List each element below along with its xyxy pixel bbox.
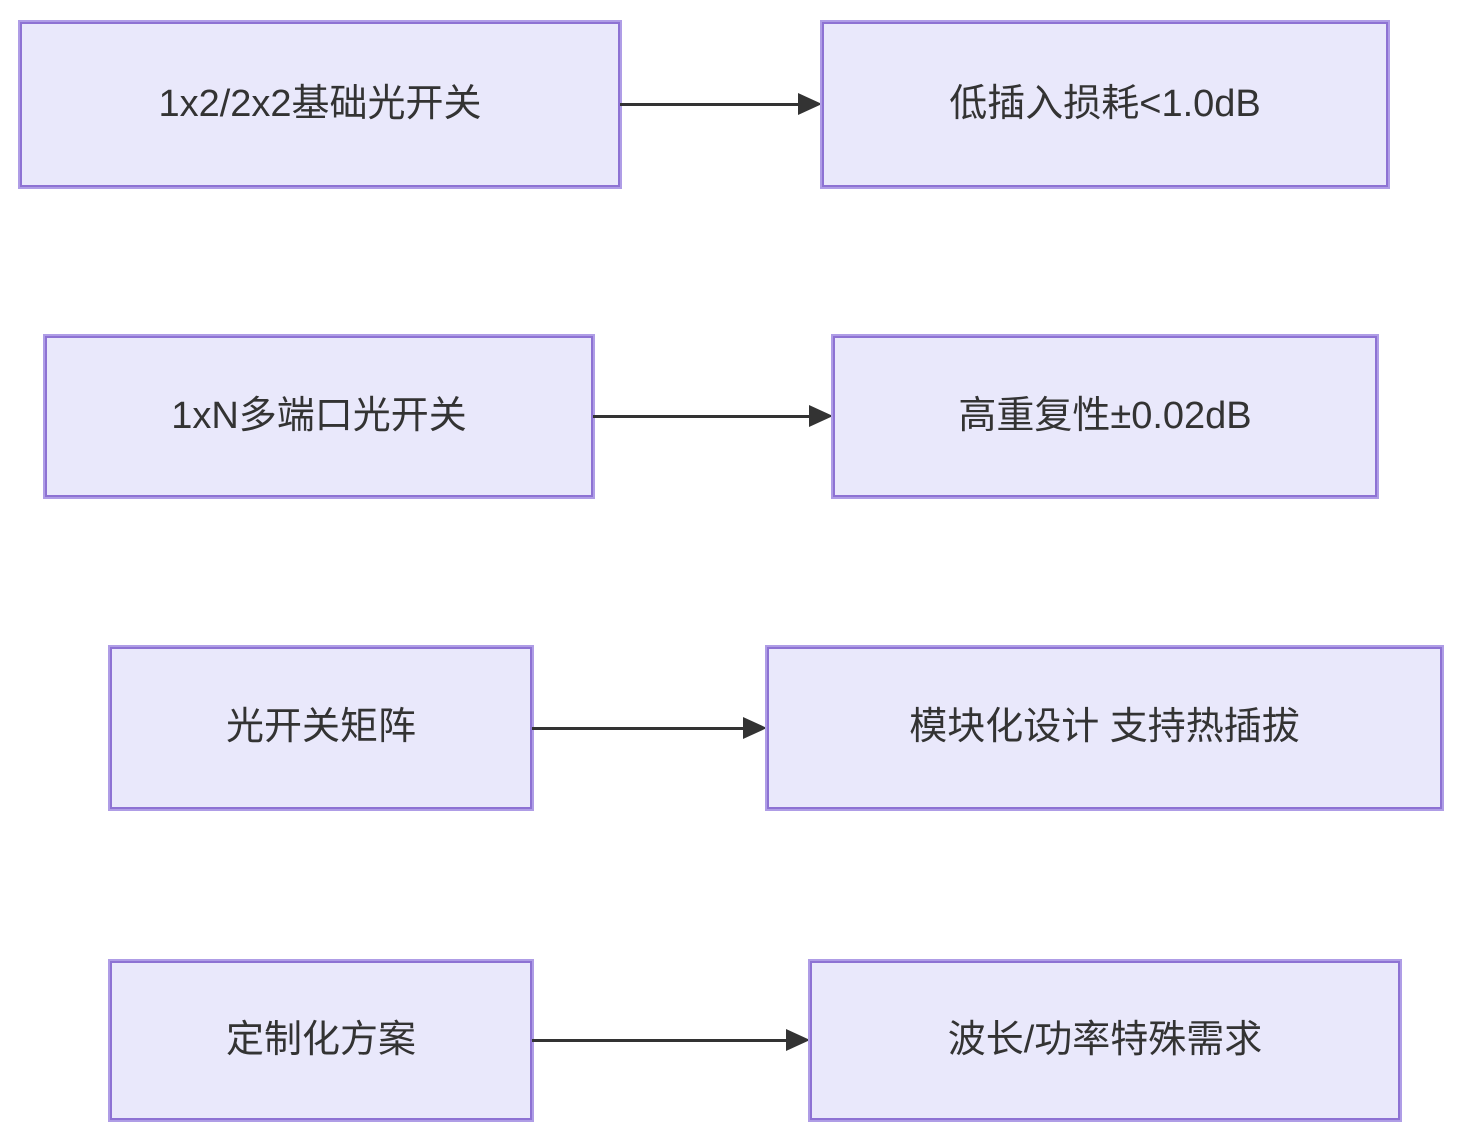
arrow-shaft: [593, 414, 813, 418]
arrow-shaft: [620, 102, 802, 106]
node-label: 定制化方案: [225, 1018, 416, 1061]
node-wavelength-power-requirements: 波长/功率特殊需求: [810, 961, 1400, 1120]
node-low-insertion-loss: 低插入损耗<1.0dB: [822, 22, 1388, 187]
node-optical-switch-matrix: 光开关矩阵: [110, 647, 532, 809]
node-basic-optical-switch: 1x2/2x2基础光开关: [20, 22, 620, 187]
node-label: 高重复性±0.02dB: [958, 394, 1252, 437]
arrow-multiport-to-repeatability: [593, 405, 833, 427]
arrowhead-icon: [798, 93, 822, 115]
node-label: 光开关矩阵: [225, 706, 416, 749]
arrow-basic-switch-to-low-loss: [620, 93, 822, 115]
node-label: 1x2/2x2基础光开关: [158, 82, 482, 125]
arrowhead-icon: [786, 1029, 810, 1051]
node-label: 1xN多端口光开关: [171, 394, 467, 437]
node-modular-design-hot-swap: 模块化设计 支持热插拔: [767, 647, 1442, 809]
arrow-matrix-to-modular-design: [532, 717, 767, 739]
node-label: 低插入损耗<1.0dB: [949, 82, 1261, 125]
arrow-shaft: [532, 1038, 790, 1042]
arrowhead-icon: [809, 405, 833, 427]
node-multiport-optical-switch: 1xN多端口光开关: [45, 336, 593, 497]
arrow-custom-to-special-requirements: [532, 1029, 810, 1051]
node-custom-solution: 定制化方案: [110, 961, 532, 1120]
arrowhead-icon: [743, 717, 767, 739]
node-label: 模块化设计 支持热插拔: [909, 706, 1300, 749]
arrow-shaft: [532, 726, 747, 730]
node-label: 波长/功率特殊需求: [947, 1018, 1263, 1061]
node-high-repeatability: 高重复性±0.02dB: [833, 336, 1377, 497]
